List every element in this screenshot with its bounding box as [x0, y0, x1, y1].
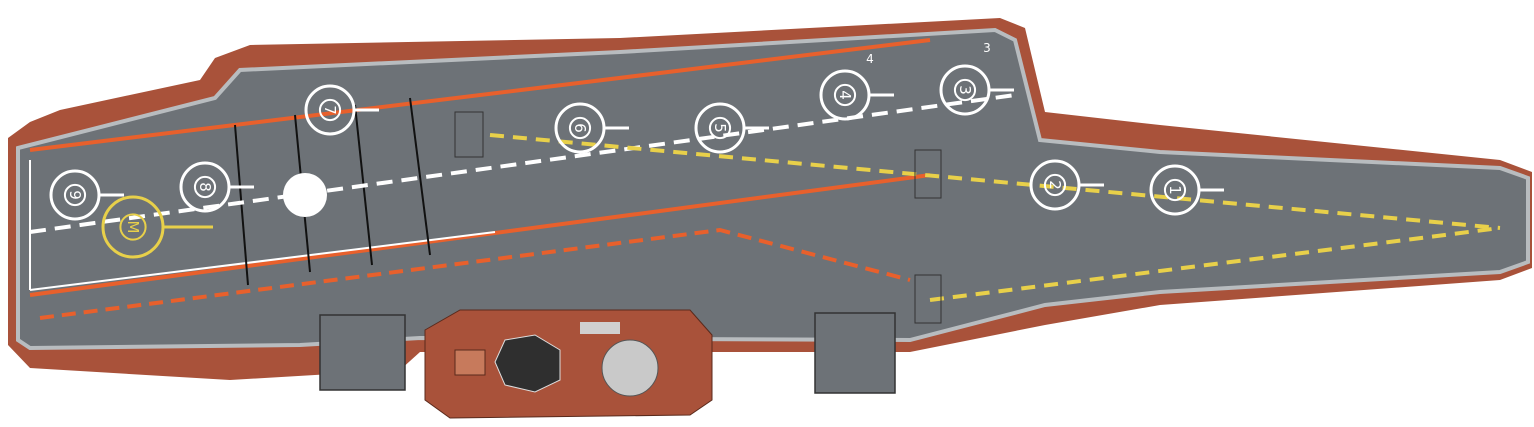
takeoff-line [929, 226, 1501, 302]
landing-target-circle [283, 173, 327, 217]
deck-spot-9: 9 [49, 169, 124, 221]
deck-spot-7: 7 [304, 84, 379, 136]
flight-deck [16, 27, 1530, 351]
deck-spot-number: 2 [1046, 180, 1064, 190]
deck-spot-inner-circle [318, 98, 342, 122]
deck-spot-number: 6 [571, 123, 589, 133]
deck-spot-number: M [124, 221, 142, 234]
blast-deflector [914, 274, 942, 324]
deck-spot-inner-circle [63, 183, 87, 207]
deck-spot-inner-circle [193, 175, 217, 199]
deck-spot-inner-circle [953, 78, 977, 102]
deck-spot-number: 9 [66, 190, 84, 200]
deck-spot-8: 8 [179, 161, 254, 213]
deck-spot-inner-circle [833, 83, 857, 107]
deck-edge-line [29, 231, 496, 291]
landing-edge-line [29, 173, 931, 297]
deck-spot-inner-circle [1163, 178, 1187, 202]
deck-spot-4: 4 [819, 69, 894, 121]
blast-deflector [454, 111, 484, 158]
edge-mark: 4 [866, 52, 874, 66]
deck-spot-inner-circle [708, 116, 732, 140]
deck-spot-M: M [101, 195, 213, 259]
takeoff-line [489, 133, 1501, 230]
deck-spot-number: 5 [711, 123, 729, 133]
deck-spot-6: 6 [554, 102, 629, 154]
deck-spot-number: 1 [1166, 185, 1184, 195]
landing-edge-line [29, 38, 931, 152]
safety-dashed-line [39, 227, 911, 320]
deck-spot-1: 1 [1149, 164, 1224, 216]
deck-elevator [814, 312, 896, 394]
deck-elevator [319, 314, 406, 391]
deck-spot-number: 8 [196, 182, 214, 192]
deck-spot-number: 4 [836, 90, 854, 100]
deck-spot-number: 3 [956, 85, 974, 95]
deck-spot-2: 2 [1029, 159, 1104, 211]
deck-spot-inner-circle [119, 213, 147, 241]
deck-spot-inner-circle [568, 116, 592, 140]
deck-spot-number: 7 [321, 105, 339, 115]
deck-spot-inner-circle [1043, 173, 1067, 197]
edge-mark: 3 [983, 41, 991, 55]
blast-deflector [914, 149, 942, 199]
deck-spot-3: 3 [939, 64, 1014, 116]
deck-spot-5: 5 [694, 102, 769, 154]
island-superstructure [424, 309, 713, 419]
